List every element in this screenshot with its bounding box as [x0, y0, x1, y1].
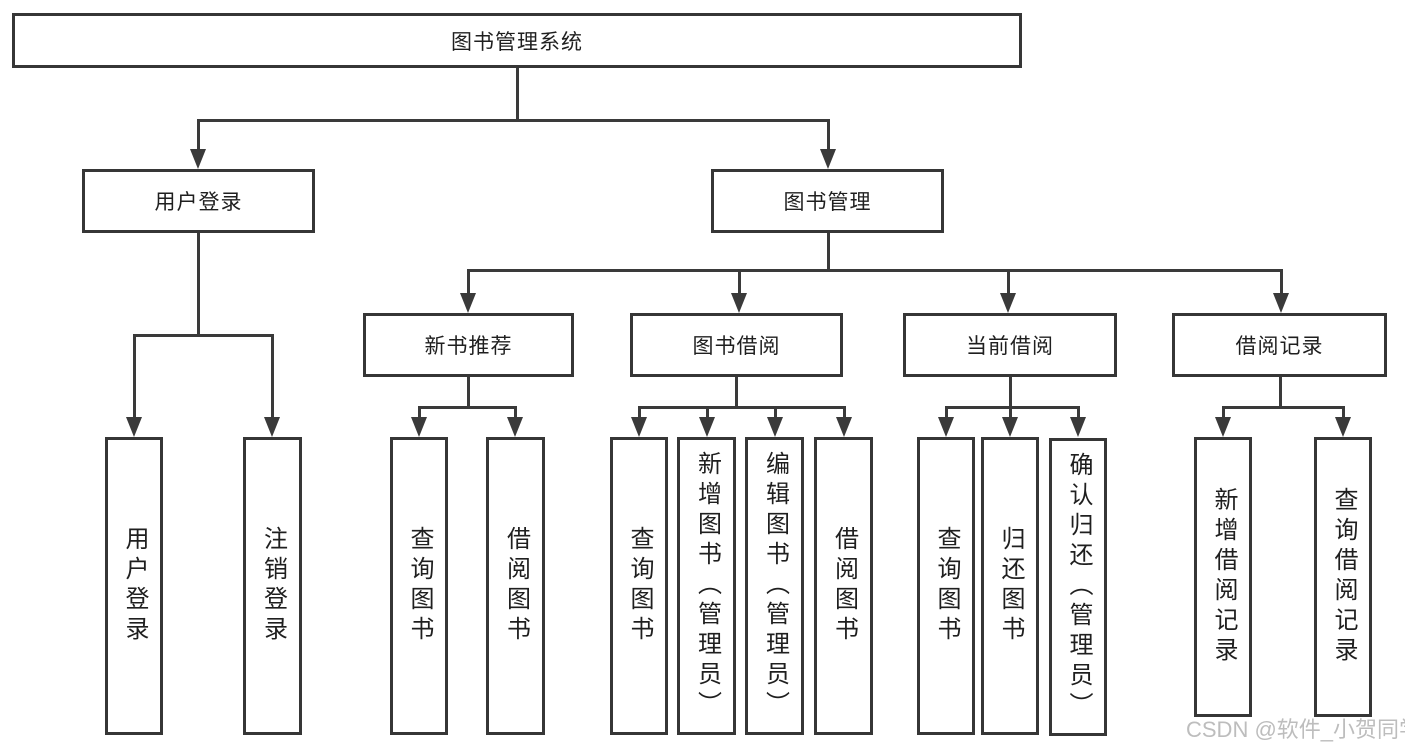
- connector-line: [1341, 407, 1345, 419]
- arrow-down-icon: [411, 417, 427, 437]
- node-label: 新增借阅记录: [1210, 487, 1237, 667]
- connector-line: [705, 407, 709, 419]
- arrow-down-icon: [836, 417, 852, 437]
- connector-line: [1279, 270, 1283, 295]
- arrow-down-icon: [126, 417, 142, 437]
- connector-line: [466, 268, 1283, 272]
- node-bb-edit-book: 编辑图书（管理员）: [745, 437, 804, 735]
- node-label: 图书管理系统: [451, 30, 583, 54]
- node-label: 归还图书: [997, 526, 1024, 646]
- connector-line: [842, 407, 846, 419]
- connector-line: [417, 407, 421, 419]
- connector-line: [270, 335, 274, 419]
- node-label: 注销登录: [259, 526, 287, 646]
- node-cb-confirm-return: 确认归还（管理员）: [1049, 438, 1107, 736]
- node-user-login: 用户登录: [82, 169, 315, 233]
- node-bb-borrow-book: 借阅图书: [814, 437, 873, 735]
- connector-line: [1008, 407, 1012, 419]
- connector-line: [944, 405, 1080, 409]
- node-leaf-logout: 注销登录: [243, 437, 302, 735]
- connector-line: [1221, 407, 1225, 419]
- arrow-down-icon: [1215, 417, 1231, 437]
- node-borrow-records: 借阅记录: [1172, 313, 1387, 377]
- node-book-management: 图书管理: [711, 169, 944, 233]
- node-br-add-record: 新增借阅记录: [1194, 437, 1252, 717]
- connector-line: [637, 405, 846, 409]
- node-label: 新书推荐: [424, 335, 513, 358]
- node-label: 查询图书: [406, 526, 433, 646]
- connector-line: [1278, 377, 1282, 407]
- node-cb-return-book: 归还图书: [981, 437, 1039, 735]
- node-new-book-rec: 新书推荐: [363, 313, 574, 377]
- connector-line: [826, 120, 830, 151]
- arrow-down-icon: [1335, 417, 1351, 437]
- connector-line: [196, 233, 200, 335]
- node-nb-query-book: 查询图书: [390, 437, 448, 735]
- connector-line: [734, 377, 738, 407]
- connector-line: [466, 377, 470, 407]
- arrow-down-icon: [820, 149, 836, 169]
- watermark: CSDN @软件_小贺同学: [1186, 717, 1405, 742]
- connector-line: [1006, 270, 1010, 295]
- node-label: 借阅图书: [502, 526, 530, 646]
- node-current-borrow: 当前借阅: [903, 313, 1117, 377]
- connector-line: [944, 407, 948, 419]
- connector-line: [1008, 377, 1012, 407]
- connector-line: [1221, 405, 1345, 409]
- arrow-down-icon: [264, 417, 280, 437]
- arrow-down-icon: [1000, 293, 1016, 313]
- arrow-down-icon: [507, 417, 523, 437]
- arrow-down-icon: [731, 293, 747, 313]
- node-label: 借阅记录: [1235, 335, 1324, 358]
- arrow-down-icon: [1002, 417, 1018, 437]
- connector-line: [466, 270, 470, 295]
- connector-line: [417, 405, 517, 409]
- arrow-down-icon: [767, 417, 783, 437]
- node-label: 借阅图书: [830, 526, 858, 646]
- node-nb-borrow-book: 借阅图书: [486, 437, 545, 735]
- arrow-down-icon: [190, 149, 206, 169]
- connector-line: [737, 270, 741, 295]
- node-br-query-record: 查询借阅记录: [1314, 437, 1372, 717]
- arrow-down-icon: [938, 417, 954, 437]
- connector-line: [826, 233, 830, 270]
- connector-line: [132, 333, 274, 337]
- node-label: 用户登录: [121, 526, 148, 646]
- node-label: 查询借阅记录: [1330, 487, 1357, 667]
- node-label: 用户登录: [154, 191, 243, 214]
- connector-line: [637, 407, 641, 419]
- connector-line: [196, 120, 200, 151]
- node-label: 图书管理: [783, 191, 872, 214]
- arrow-down-icon: [631, 417, 647, 437]
- node-label: 新增图书（管理员）: [693, 451, 721, 721]
- node-cb-query-book: 查询图书: [917, 437, 975, 735]
- connector-line: [515, 68, 519, 120]
- node-bb-add-book: 新增图书（管理员）: [677, 437, 736, 735]
- arrow-down-icon: [1273, 293, 1289, 313]
- node-label: 当前借阅: [966, 335, 1054, 358]
- node-label: 图书借阅: [692, 335, 781, 358]
- node-root: 图书管理系统: [12, 13, 1022, 68]
- node-bb-query-book: 查询图书: [610, 437, 668, 735]
- connector-line: [132, 335, 136, 419]
- connector-line: [1076, 407, 1080, 419]
- arrow-down-icon: [699, 417, 715, 437]
- arrow-down-icon: [460, 293, 476, 313]
- connector-line: [196, 118, 830, 122]
- connector-line: [773, 407, 777, 419]
- node-label: 查询图书: [626, 526, 653, 646]
- node-leaf-user-login: 用户登录: [105, 437, 163, 735]
- connector-line: [513, 407, 517, 419]
- node-label: 查询图书: [933, 526, 960, 646]
- node-label: 确认归还（管理员）: [1065, 452, 1092, 722]
- node-label: 编辑图书（管理员）: [761, 451, 789, 721]
- arrow-down-icon: [1070, 417, 1086, 437]
- node-book-borrow: 图书借阅: [630, 313, 843, 377]
